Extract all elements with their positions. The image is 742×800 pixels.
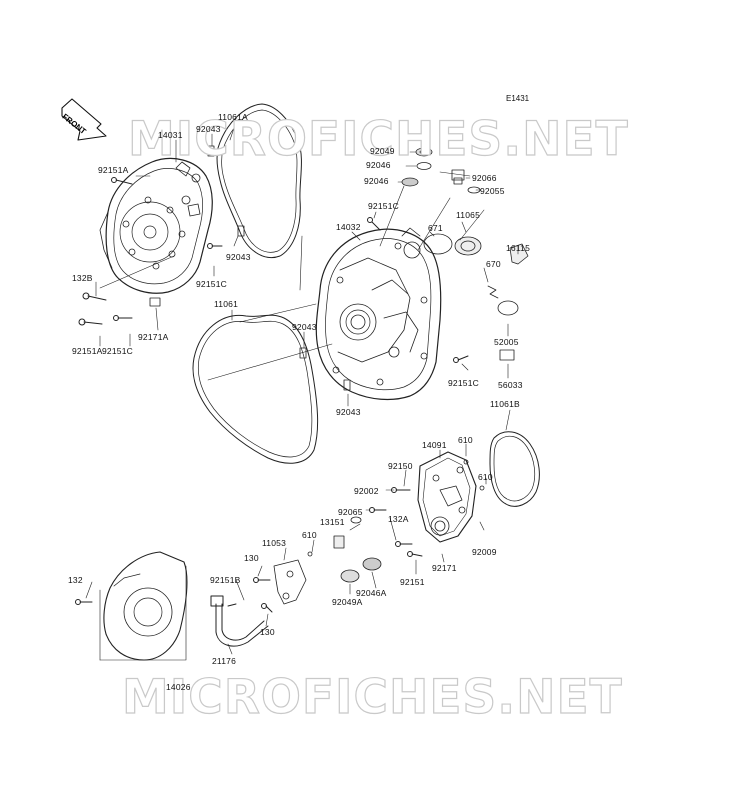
bushing-92046-b xyxy=(401,177,419,187)
part-label: 610 xyxy=(458,435,473,445)
part-label: 670 xyxy=(486,259,501,269)
part-label: 21176 xyxy=(212,656,237,666)
part-label: 92151C xyxy=(448,378,479,388)
part-label: 92171 xyxy=(432,563,457,573)
diagram-code: E1431 xyxy=(506,94,530,103)
gasket-11061A xyxy=(216,103,302,258)
label-56033 xyxy=(499,349,515,361)
o-ring-671 xyxy=(423,233,453,255)
plug-92066 xyxy=(451,169,465,185)
part-label: 92151C xyxy=(102,346,133,356)
clutch-cover-14032 xyxy=(315,227,442,401)
part-label: 610 xyxy=(478,472,493,482)
gasket-11061 xyxy=(192,314,319,464)
part-label: 92151A xyxy=(98,165,129,175)
part-label: 92043 xyxy=(292,322,317,332)
part-label: 132 xyxy=(68,575,83,585)
plug-16115 xyxy=(509,243,529,265)
part-label: 16115 xyxy=(506,243,531,253)
pipe-21176 xyxy=(210,595,269,647)
cover-14031 xyxy=(99,157,213,294)
part-label: 92151 xyxy=(400,577,425,587)
part-label: 92151A xyxy=(72,346,103,356)
part-label: 130 xyxy=(244,553,259,563)
bushing-92046A xyxy=(362,557,382,571)
part-label: 11065 xyxy=(456,210,481,220)
front-arrow-icon xyxy=(61,98,107,141)
part-label: 92049A xyxy=(332,597,363,607)
part-label: 92043 xyxy=(196,124,221,134)
part-label: 14091 xyxy=(422,440,447,450)
watermark-top: MICROFICHES.NET xyxy=(127,112,629,167)
bolts xyxy=(75,177,469,613)
part-label: 610 xyxy=(302,530,317,540)
part-label: 52005 xyxy=(494,337,519,347)
part-label: 14026 xyxy=(166,682,191,692)
part-label: 13151 xyxy=(320,517,345,527)
part-label: 92151C xyxy=(196,279,227,289)
cap-11065 xyxy=(454,236,482,256)
pulser-cover-14091 xyxy=(417,451,477,543)
part-label: 92043 xyxy=(226,252,251,262)
part-label: 671 xyxy=(428,223,443,233)
part-label: 11061A xyxy=(218,112,248,122)
part-label: 130 xyxy=(260,627,275,637)
part-label: 92009 xyxy=(472,547,497,557)
part-label: 92151C xyxy=(368,201,399,211)
leader-lines xyxy=(85,121,519,661)
part-label: 132A xyxy=(388,514,409,524)
washer-92065 xyxy=(350,516,362,524)
part-label: 11061B xyxy=(490,399,520,409)
part-label: 14032 xyxy=(336,222,361,232)
bushing-92046-a xyxy=(416,162,432,170)
part-label: 92043 xyxy=(336,407,361,417)
part-label: 92065 xyxy=(338,507,363,517)
bracket-11053 xyxy=(273,559,307,605)
part-label: 92002 xyxy=(354,486,379,496)
part-label: 11061 xyxy=(214,299,239,309)
small-bolt-610 xyxy=(307,459,485,557)
part-label: 92049 xyxy=(370,146,395,156)
window-52005 xyxy=(497,300,519,316)
gasket-11061B xyxy=(489,431,540,507)
part-label: 11053 xyxy=(262,538,287,548)
part-label: 14031 xyxy=(158,130,183,140)
part-label: 92046A xyxy=(356,588,387,598)
part-label: 92046 xyxy=(364,176,389,186)
part-label: 92066 xyxy=(472,173,497,183)
part-label: 92150 xyxy=(388,461,413,471)
sensor-13151 xyxy=(333,535,345,549)
part-label: 92055 xyxy=(480,186,505,196)
watermark-bottom: MICROFICHES.NET xyxy=(121,670,623,725)
spring-670 xyxy=(487,285,499,299)
part-label: 92151B xyxy=(210,575,241,585)
part-label: 92046 xyxy=(366,160,391,170)
part-label: 92171A xyxy=(138,332,169,342)
part-label: 132B xyxy=(72,273,93,283)
o-ring-92049A xyxy=(340,569,360,583)
part-label: 56033 xyxy=(498,380,523,390)
lower-cover-14026 xyxy=(103,551,188,661)
